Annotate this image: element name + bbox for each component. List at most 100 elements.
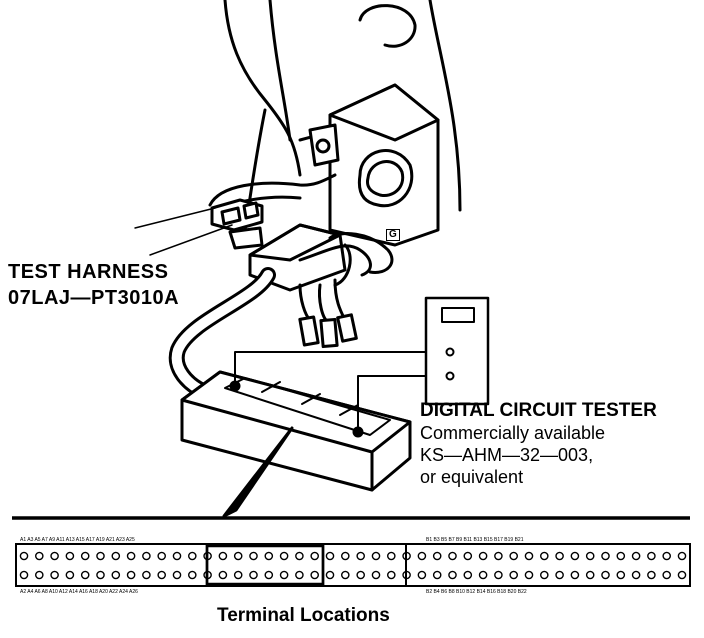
terminal-labels-bottom-right: B2 B4 B6 B8 B10 B12 B14 B16 B18 B20 B22 (426, 589, 527, 595)
terminal-pin (65, 570, 75, 580)
dash-edge (268, 0, 292, 142)
terminal-pin (50, 551, 59, 561)
terminal-pin (295, 551, 304, 561)
terminal-pin (310, 551, 320, 561)
terminal-pin (386, 551, 396, 561)
tester-line-2: KS—AHM—32—003, (420, 445, 594, 465)
terminal-pin (35, 570, 44, 580)
terminal-pin (126, 551, 136, 561)
terminal-pin (448, 551, 457, 561)
terminal-pin (218, 551, 228, 561)
terminal-pin (677, 551, 687, 561)
terminal-pin (295, 570, 304, 580)
terminal-locations-caption: Terminal Locations (217, 605, 390, 626)
terminal-pin (647, 570, 656, 580)
terminal-labels-top-right: B1 B3 B5 B7 B9 B11 B13 B15 B17 B19 B21 (426, 537, 524, 543)
terminal-pin (402, 551, 411, 561)
terminal-pin (264, 551, 274, 561)
terminal-pin (233, 551, 243, 561)
terminal-pins (19, 551, 687, 580)
harness-wire-upper (208, 173, 337, 207)
terminal-pin (432, 570, 442, 580)
terminal-pin (463, 551, 473, 561)
terminal-pin (340, 570, 350, 580)
terminal-pin (677, 570, 687, 580)
terminal-pin (478, 570, 488, 580)
terminal-pin (80, 551, 90, 561)
harness-pointer-1 (134, 207, 216, 229)
terminal-pin (402, 570, 411, 580)
terminal-pin (494, 570, 503, 580)
terminal-pin (325, 551, 335, 561)
terminal-pin (325, 570, 335, 580)
terminal-pin (585, 551, 595, 561)
terminal-pin (386, 570, 396, 580)
terminal-pin (111, 570, 121, 580)
terminal-pin (448, 570, 457, 580)
terminal-connector (15, 543, 691, 587)
terminal-pin (371, 570, 381, 580)
terminal-pin (601, 551, 610, 561)
terminal-pin (111, 551, 121, 561)
terminal-pin (96, 551, 105, 561)
terminal-pin (356, 551, 366, 561)
terminal-pin (631, 551, 641, 561)
tester-label: DIGITAL CIRCUIT TESTER Commercially avai… (420, 401, 657, 490)
terminal-pin (616, 551, 626, 561)
terminal-pin (203, 551, 212, 561)
terminal-pin (555, 570, 564, 580)
terminal-pin (601, 570, 610, 580)
terminal-pin (142, 570, 151, 580)
test-harness-title: TEST HARNESS (8, 261, 169, 283)
terminal-pin (585, 570, 595, 580)
terminal-pin (432, 551, 442, 561)
tester-display (441, 307, 475, 323)
dashboard-outline (223, 0, 302, 177)
terminal-pin (616, 570, 626, 580)
terminal-pin (157, 551, 166, 561)
terminal-pin (157, 570, 166, 580)
terminal-pin (218, 570, 228, 580)
terminal-pin (417, 570, 427, 580)
panel-right-edge (428, 0, 462, 212)
terminal-pin (233, 570, 243, 580)
terminal-pin (555, 551, 564, 561)
terminal-pin (494, 551, 503, 561)
terminal-pin (540, 551, 549, 561)
terminal-pin (80, 570, 90, 580)
terminal-pin (570, 551, 580, 561)
ecu-marker: G (386, 229, 400, 241)
dome-shape (358, 4, 417, 48)
terminal-pin (310, 570, 320, 580)
terminal-pin (172, 570, 182, 580)
terminal-pin (172, 551, 182, 561)
terminal-pin (540, 570, 549, 580)
terminal-pin (126, 570, 136, 580)
test-harness-part-number: 07LAJ—PT3010A (8, 287, 180, 309)
terminal-pin (356, 570, 366, 580)
terminal-pin (478, 551, 488, 561)
terminal-pin (19, 551, 29, 561)
tester-title: DIGITAL CIRCUIT TESTER (420, 400, 657, 421)
terminal-pin (249, 570, 258, 580)
terminal-pin (662, 570, 672, 580)
terminal-pin (647, 551, 656, 561)
harness-pointer-2 (149, 224, 233, 256)
terminal-pin (340, 551, 350, 561)
terminal-pin (187, 551, 197, 561)
terminal-pin (524, 570, 534, 580)
terminal-pin (509, 551, 519, 561)
tester-line-3: or equivalent (420, 467, 524, 487)
terminal-pin (662, 551, 672, 561)
terminal-pin (524, 551, 534, 561)
terminal-pin (187, 570, 197, 580)
tester-lead-1 (234, 351, 451, 387)
terminal-pin (50, 570, 59, 580)
terminal-pin (371, 551, 381, 561)
terminal-pin (279, 551, 289, 561)
terminal-labels-top-left: A1 A3 A5 A7 A9 A11 A13 A15 A17 A19 A21 A… (20, 537, 135, 543)
terminal-pin (264, 570, 274, 580)
terminal-pin (35, 551, 44, 561)
terminal-pin (249, 551, 258, 561)
